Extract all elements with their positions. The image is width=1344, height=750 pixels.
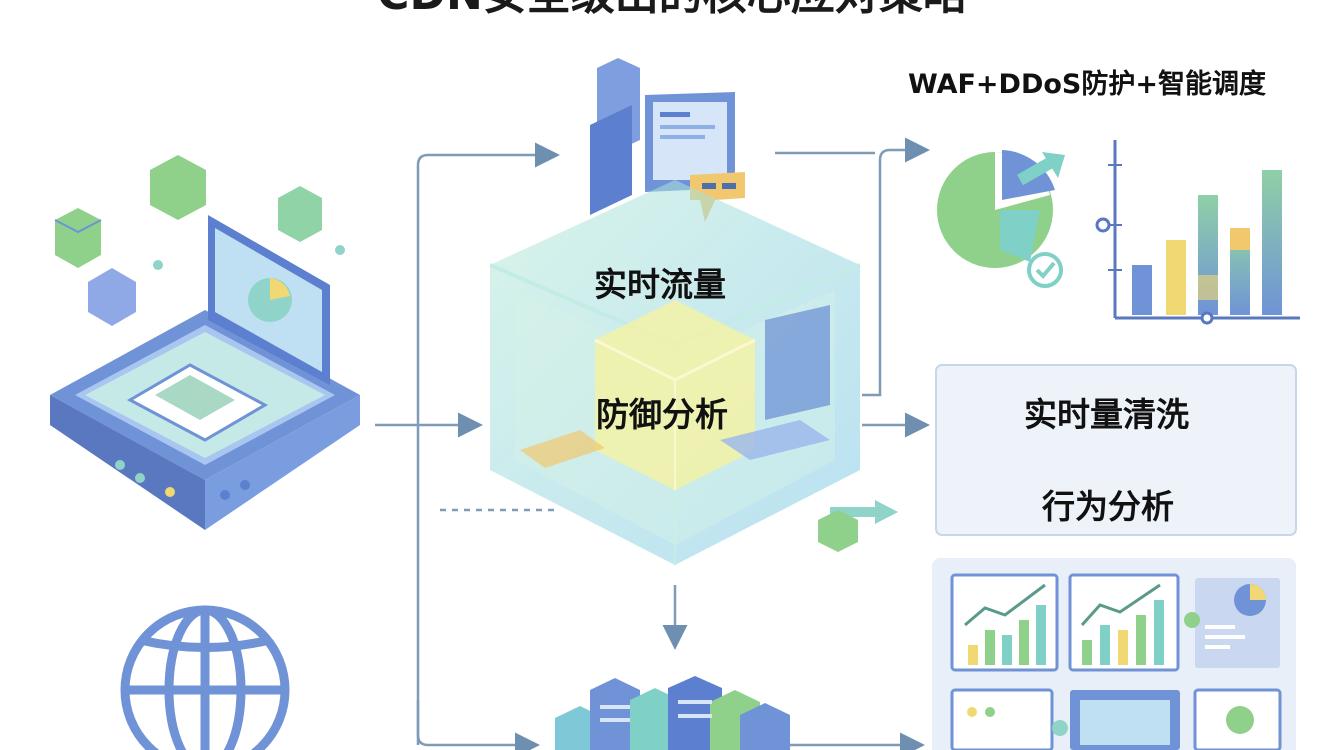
check-circle-icon bbox=[1027, 252, 1063, 288]
pie-chart-icon bbox=[937, 150, 1065, 288]
arrow-to-bottom-servers bbox=[416, 700, 540, 750]
core-glass-cube bbox=[489, 180, 861, 565]
strategy-label: WAF+DDoS防护+智能调度 bbox=[908, 69, 1266, 100]
bar-chart-icon bbox=[1095, 140, 1300, 325]
source-server-platform bbox=[50, 215, 360, 530]
realtime-traffic-label: 实时流量 bbox=[594, 265, 726, 304]
floating-cubes bbox=[54, 155, 345, 326]
green-flow-arrowhead bbox=[875, 500, 898, 524]
result-line2-label: 行为分析 bbox=[1042, 487, 1174, 526]
result-panel bbox=[935, 364, 1297, 536]
top-document-icons bbox=[590, 58, 745, 222]
dashboard-line-chart-2 bbox=[1068, 573, 1180, 672]
arrow-to-top-docs bbox=[416, 142, 560, 745]
result-line1-label: 实时量清洗 bbox=[1024, 395, 1189, 434]
defense-analysis-label: 防御分析 bbox=[596, 395, 728, 434]
arrow-to-charts bbox=[862, 137, 930, 397]
dashboard-pie-card bbox=[1195, 578, 1280, 668]
connector-arrows bbox=[375, 137, 930, 750]
server-stack-icon bbox=[555, 676, 790, 750]
diagram-title: CDN安全级出的核心应对策略 bbox=[0, 0, 1344, 20]
dashboard-panel bbox=[932, 558, 1296, 750]
doc-cube-icon bbox=[88, 268, 136, 326]
globe-icon bbox=[120, 605, 290, 750]
dashboard-line-chart-1 bbox=[950, 573, 1059, 672]
